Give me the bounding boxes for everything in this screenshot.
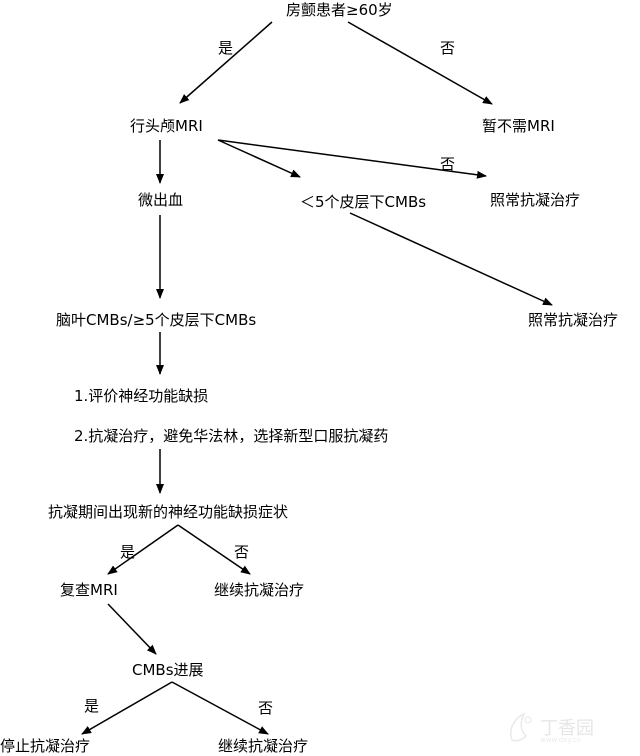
edge-recheck-to-progress [107, 603, 157, 655]
node-no-mri: 暂不需MRI [482, 117, 555, 135]
node-lt5: ＜5个皮层下CMBs [300, 193, 427, 211]
watermark-url: www.dxy.cn [540, 736, 581, 744]
label-no-deficit: 否 [234, 543, 250, 561]
node-microbleed: 微出血 [138, 191, 184, 209]
node-stop: 停止抗凝治疗 [0, 737, 91, 755]
node-step2: 2.抗凝治疗，避免华法林，选择新型口服抗凝药 [74, 427, 389, 445]
edge-progress-to-continue-2 [171, 681, 269, 735]
node-continue-2: 继续抗凝治疗 [218, 737, 309, 755]
label-no-mri-branch: 否 [440, 155, 456, 173]
node-start: 房颤患者≥60岁 [286, 1, 393, 19]
edge-mri-to-normal-1 [217, 139, 487, 179]
watermark-text: 丁香园 [540, 718, 594, 739]
edge-start-to-no-mri [347, 21, 493, 105]
label-yes-deficit: 是 [120, 543, 136, 561]
node-lobar: 脑叶CMBs/≥5个皮层下CMBs [56, 311, 257, 329]
node-normal-1: 照常抗凝治疗 [490, 191, 581, 209]
edge-start-to-mri [179, 21, 273, 104]
node-mri: 行头颅MRI [130, 117, 203, 135]
node-progress: CMBs进展 [132, 661, 204, 679]
node-normal-2: 照常抗凝治疗 [528, 311, 619, 329]
label-yes-progress: 是 [84, 697, 100, 715]
edge-new-deficit-to-continue-1 [177, 524, 251, 575]
label-yes-start: 是 [218, 39, 234, 57]
label-no-progress: 否 [258, 699, 274, 717]
node-step1: 1.评价神经功能缺损 [74, 387, 209, 405]
node-continue-1: 继续抗凝治疗 [214, 581, 305, 599]
edge-lt5-to-normal-2 [349, 212, 553, 306]
edge-new-deficit-to-recheck [107, 524, 179, 575]
label-no-start: 否 [440, 39, 456, 57]
watermark-logo-icon [510, 712, 532, 742]
edge-mri-to-lt5 [217, 139, 301, 178]
node-new-deficit: 抗凝期间出现新的神经功能缺损症状 [48, 503, 289, 521]
watermark: 丁香园 www.dxy.cn [506, 708, 634, 748]
node-recheck-mri: 复查MRI [60, 581, 118, 599]
edge-progress-to-stop [81, 681, 173, 735]
